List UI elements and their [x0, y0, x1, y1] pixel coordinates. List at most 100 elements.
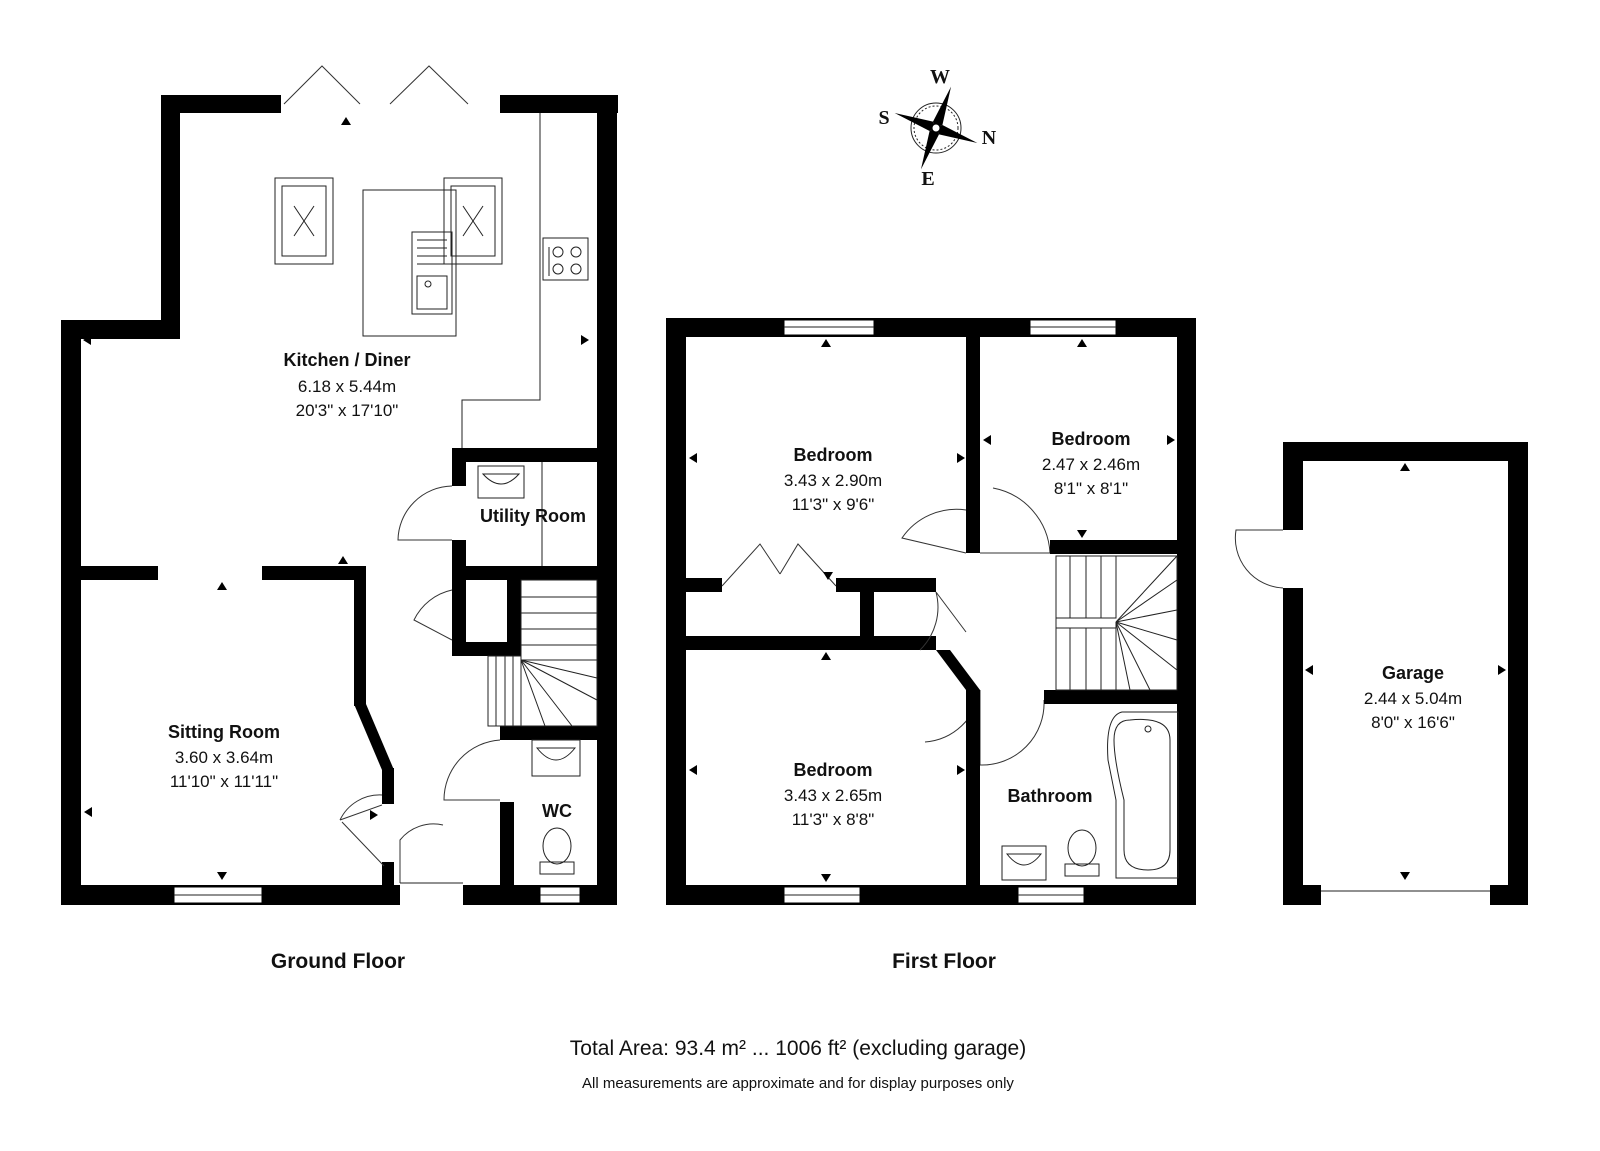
- utility-room-name: Utility Room: [480, 506, 586, 526]
- wall: [1044, 690, 1177, 704]
- compass-south-label: S: [878, 107, 889, 129]
- garage-plan: [1234, 442, 1528, 905]
- kitchen-name: Kitchen / Diner: [283, 350, 410, 370]
- wall: [966, 690, 980, 885]
- bedroom-1-metric: 3.43 x 2.90m: [784, 471, 882, 490]
- bath: [1107, 711, 1179, 879]
- door-swing: [901, 508, 967, 554]
- wall: [1283, 588, 1303, 905]
- bedroom-2-imperial: 8'1" x 8'1": [1054, 479, 1128, 498]
- wall: [382, 768, 394, 804]
- wall: [1508, 442, 1528, 905]
- sink: [411, 231, 453, 315]
- wall: [500, 802, 514, 905]
- wall: [860, 578, 874, 650]
- wall: [1177, 318, 1196, 905]
- wall: [597, 95, 617, 905]
- hob: [542, 237, 589, 281]
- wall: [354, 566, 366, 706]
- french-door: [389, 65, 469, 105]
- french-door: [283, 65, 361, 105]
- wall: [500, 95, 618, 113]
- wardrobe-door: [721, 543, 781, 587]
- wall: [61, 320, 81, 905]
- wall: [161, 95, 180, 325]
- bedroom-1-name: Bedroom: [793, 445, 872, 465]
- wc-name: WC: [542, 801, 572, 821]
- bedroom-2-name: Bedroom: [1051, 429, 1130, 449]
- bedroom-3-metric: 3.43 x 2.65m: [784, 786, 882, 805]
- wall: [452, 448, 466, 486]
- compass-east-label: E: [921, 168, 934, 190]
- garage-name: Garage: [1382, 663, 1444, 683]
- wall: [354, 704, 394, 770]
- wall: [81, 566, 158, 580]
- bedroom-1-imperial: 11'3" x 9'6": [792, 495, 875, 514]
- wall: [452, 642, 520, 656]
- wall: [1283, 442, 1303, 530]
- wall: [686, 636, 936, 650]
- wall: [262, 566, 364, 580]
- worktop-line: [461, 113, 541, 448]
- wall: [61, 320, 180, 339]
- sitting-room-imperial: 11'10" x 11'11": [170, 772, 278, 791]
- garage-side-door-swing: [1234, 529, 1284, 589]
- skylight: [274, 177, 334, 265]
- cupboard-door-swing: [413, 589, 453, 641]
- wall: [836, 578, 936, 592]
- sitting-room-name: Sitting Room: [168, 722, 280, 742]
- ground-floor-label: Ground Floor: [271, 950, 405, 973]
- wall: [500, 726, 617, 740]
- wall: [452, 448, 617, 462]
- wall: [936, 650, 980, 690]
- wall: [666, 885, 1196, 905]
- compass-west-label: W: [930, 66, 950, 88]
- ground-floor-plan: [61, 65, 618, 905]
- wall: [382, 862, 394, 892]
- kitchen-metric: 6.18 x 5.44m: [298, 377, 396, 396]
- wall: [1283, 885, 1321, 905]
- toilet: [542, 827, 572, 865]
- toilet: [1067, 829, 1097, 867]
- wall: [452, 580, 466, 650]
- bedroom-3-name: Bedroom: [793, 760, 872, 780]
- wall: [966, 337, 980, 553]
- kitchen-island: [362, 189, 457, 337]
- first-floor-label: First Floor: [892, 950, 996, 973]
- bedroom-2-metric: 2.47 x 2.46m: [1042, 455, 1140, 474]
- staircase: [1055, 555, 1178, 691]
- front-door-swing: [399, 823, 444, 883]
- wall: [1490, 885, 1528, 905]
- wall: [452, 566, 617, 580]
- door-swing: [339, 794, 383, 821]
- skylight: [443, 177, 503, 265]
- utility-sink: [477, 465, 525, 499]
- door-swing: [919, 591, 967, 651]
- garage-imperial: 8'0" x 16'6": [1371, 713, 1455, 732]
- first-floor-plan: [666, 318, 1196, 905]
- utility-door-swing: [397, 485, 453, 541]
- kitchen-imperial: 20'3" x 17'10": [296, 401, 399, 420]
- bathroom-basin: [1001, 845, 1047, 881]
- wc-door-swing: [443, 739, 501, 801]
- wc-basin: [531, 739, 581, 777]
- staircase: [487, 579, 598, 727]
- sitting-room-metric: 3.60 x 3.64m: [175, 748, 273, 767]
- total-area: Total Area: 93.4 m² ... 1006 ft² (exclud…: [570, 1037, 1026, 1060]
- wall: [1283, 442, 1528, 461]
- wall: [161, 95, 281, 113]
- door-swing: [979, 690, 1045, 766]
- wall: [507, 580, 521, 656]
- door-swing: [980, 487, 1051, 554]
- wardrobe-door: [779, 543, 837, 587]
- wall: [1050, 540, 1177, 554]
- wall: [666, 318, 686, 905]
- bathroom-name: Bathroom: [1008, 786, 1093, 806]
- compass-rose: W S N E: [878, 66, 996, 190]
- bedroom-3-imperial: 11'3" x 8'8": [792, 810, 875, 829]
- wall: [686, 578, 722, 592]
- compass-north-label: N: [982, 127, 997, 149]
- garage-metric: 2.44 x 5.04m: [1364, 689, 1462, 708]
- disclaimer: All measurements are approximate and for…: [582, 1075, 1014, 1092]
